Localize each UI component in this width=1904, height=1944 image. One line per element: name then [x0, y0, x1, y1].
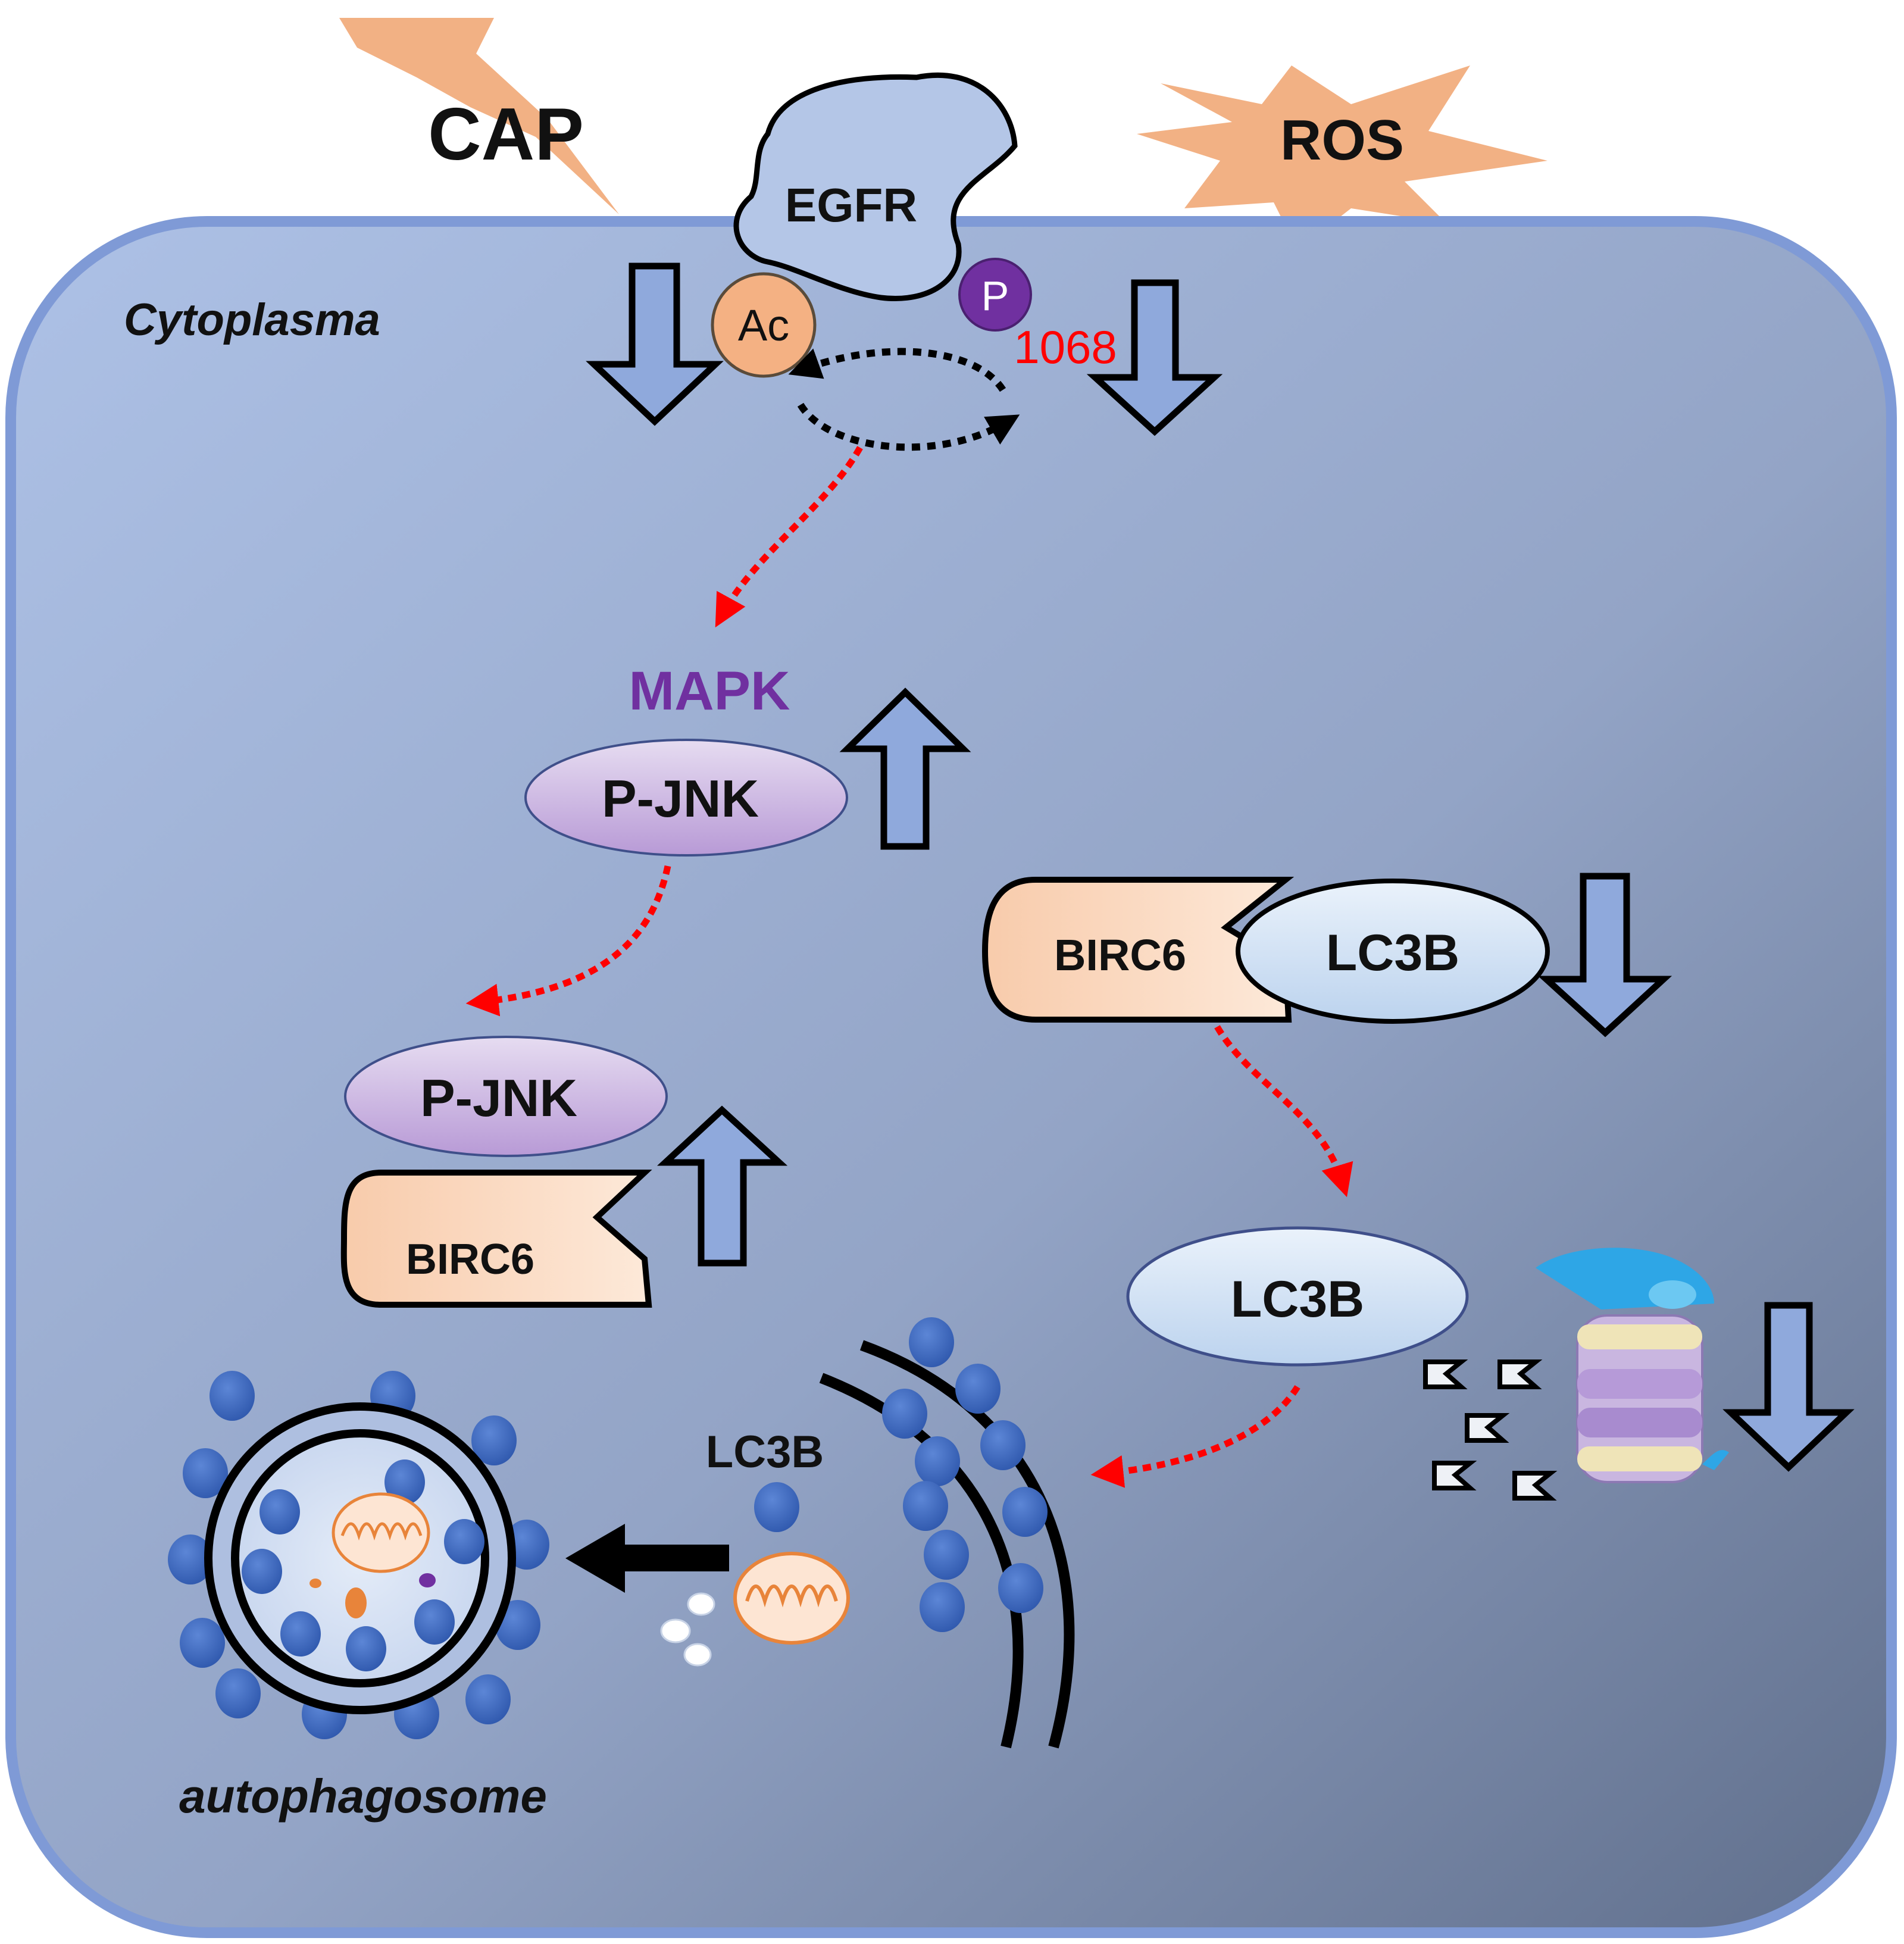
birc6-lower-label: BIRC6 — [406, 1236, 534, 1283]
pjnk-lower-label: P-JNK — [420, 1068, 577, 1127]
cap-lightning-icon — [339, 18, 619, 214]
lc3b-dot — [754, 1482, 799, 1532]
autophagosome-label: autophagosome — [179, 1770, 547, 1823]
phosphorylation-label: P — [981, 273, 1009, 319]
birc6-complex-node — [981, 877, 1295, 1023]
degraded-fragments — [1423, 1359, 1558, 1501]
down-arrow-proteasome — [1722, 1302, 1855, 1472]
egfr-label: EGFR — [785, 179, 917, 232]
maturation-arrow — [565, 1524, 729, 1593]
birc6-lower-node — [340, 1170, 652, 1308]
down-arrow-lc3b-complex — [1537, 873, 1672, 1037]
ac-p-crosstalk-upper — [788, 348, 1006, 392]
cap-label: CAP — [428, 93, 584, 176]
pjnk-upper-label: P-JNK — [602, 769, 759, 828]
down-arrow-cap — [586, 262, 724, 426]
small-vesicles — [660, 1592, 715, 1667]
egfr-to-mapk-path — [715, 446, 863, 628]
birc6-complex-label: BIRC6 — [1054, 930, 1186, 980]
phagophore-membrane — [819, 1317, 1075, 1749]
lc3b-vesicle-label: LC3B — [706, 1427, 824, 1477]
up-arrow-pjnk-birc6 — [656, 1105, 788, 1267]
lc3b-free-node — [1126, 1226, 1469, 1367]
acetylation-label: Ac — [738, 301, 789, 350]
lc3b-free-label: LC3B — [1231, 1271, 1365, 1328]
ac-p-crosstalk-lower — [797, 402, 1020, 451]
complex-to-free-lc3b-path — [1214, 1025, 1353, 1198]
pjnk-to-pjnk-birc6-path — [465, 865, 671, 1017]
autophagosome — [168, 1371, 549, 1739]
ros-label: ROS — [1280, 108, 1404, 172]
phosphorylation-site — [958, 258, 1032, 332]
pjnk-lower-node — [344, 1036, 668, 1157]
egfr-receptor — [733, 72, 1018, 301]
cytoplasm-label: Cytoplasma — [124, 295, 380, 345]
lc3b-complex-label: LC3B — [1326, 924, 1460, 982]
mapk-label: MAPK — [629, 661, 790, 721]
down-arrow-ros — [1086, 279, 1223, 436]
phospho-site-number: 1068 — [1014, 321, 1117, 373]
ros-burst-icon — [1137, 65, 1547, 250]
lc3b-complex-node — [1236, 879, 1550, 1024]
mitochondrion-icon — [733, 1552, 850, 1645]
pjnk-upper-node — [524, 739, 848, 857]
up-arrow-pjnk-upper — [839, 687, 971, 850]
proteasome-icon — [1536, 1248, 1729, 1483]
